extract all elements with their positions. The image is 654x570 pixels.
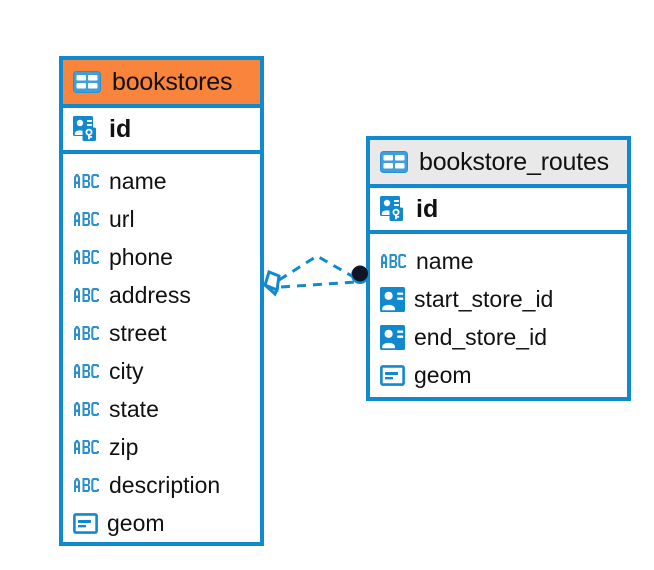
entity-bookstore-routes-field-list: name start_store_id xyxy=(370,234,627,400)
field-row[interactable]: geom xyxy=(380,356,627,394)
abc-text-icon xyxy=(73,363,100,379)
geometry-icon xyxy=(380,364,405,386)
abc-text-icon xyxy=(73,401,100,417)
table-icon xyxy=(380,151,408,173)
primary-key-icon xyxy=(380,195,407,223)
field-row[interactable]: geom xyxy=(73,504,260,542)
relationship-line-upper xyxy=(278,254,358,282)
entity-bookstore-routes[interactable]: bookstore_routes id xyxy=(366,136,631,401)
geometry-icon xyxy=(73,512,98,534)
table-icon xyxy=(73,71,101,93)
field-row[interactable]: address xyxy=(73,276,260,314)
field-row[interactable]: zip xyxy=(73,428,260,466)
relationship-connector[interactable] xyxy=(255,240,380,315)
field-label: state xyxy=(109,395,159,422)
field-row[interactable]: name xyxy=(73,162,260,200)
abc-text-icon xyxy=(73,173,100,189)
field-row[interactable]: phone xyxy=(73,238,260,276)
entity-bookstores-header[interactable]: bookstores xyxy=(63,60,260,108)
field-label: zip xyxy=(109,433,139,460)
entity-bookstores-primary-key-row[interactable]: id xyxy=(63,108,260,154)
field-label: street xyxy=(109,319,167,346)
field-row[interactable]: state xyxy=(73,390,260,428)
field-label: url xyxy=(109,205,135,232)
field-row[interactable]: start_store_id xyxy=(380,280,627,318)
abc-text-icon xyxy=(73,439,100,455)
abc-text-icon xyxy=(73,477,100,493)
abc-text-icon xyxy=(380,253,407,269)
field-row[interactable]: url xyxy=(73,200,260,238)
field-label: name xyxy=(109,167,167,194)
entity-bookstores-primary-key-label: id xyxy=(109,114,132,143)
field-label: phone xyxy=(109,243,173,270)
diamond-marker xyxy=(263,270,281,297)
abc-text-icon xyxy=(73,287,100,303)
field-row[interactable]: name xyxy=(380,242,627,280)
abc-text-icon xyxy=(73,325,100,341)
entity-bookstores-field-list: name url xyxy=(63,154,260,548)
field-label: geom xyxy=(414,361,472,388)
field-row[interactable]: city xyxy=(73,352,260,390)
entity-bookstore-routes-header[interactable]: bookstore_routes xyxy=(370,140,627,188)
entity-bookstore-routes-title: bookstore_routes xyxy=(419,147,609,176)
entity-bookstores[interactable]: bookstores id xyxy=(59,56,264,546)
field-label: description xyxy=(109,471,221,498)
field-row[interactable]: end_store_id xyxy=(380,318,627,356)
primary-key-icon xyxy=(73,115,100,143)
abc-text-icon xyxy=(73,249,100,265)
entity-bookstore-routes-primary-key-row[interactable]: id xyxy=(370,188,627,234)
field-label: address xyxy=(109,281,191,308)
foreign-key-icon xyxy=(380,324,405,350)
field-label: geom xyxy=(107,509,165,536)
abc-text-icon xyxy=(73,211,100,227)
field-label: city xyxy=(109,357,144,384)
field-label: name xyxy=(416,247,474,274)
field-row[interactable]: description xyxy=(73,466,260,504)
foreign-key-icon xyxy=(380,286,405,312)
field-row[interactable]: street xyxy=(73,314,260,352)
entity-bookstore-routes-primary-key-label: id xyxy=(416,194,439,223)
field-label: end_store_id xyxy=(414,323,547,350)
field-label: start_store_id xyxy=(414,285,554,312)
relationship-line-lower xyxy=(280,280,357,289)
entity-bookstores-title: bookstores xyxy=(112,67,233,96)
